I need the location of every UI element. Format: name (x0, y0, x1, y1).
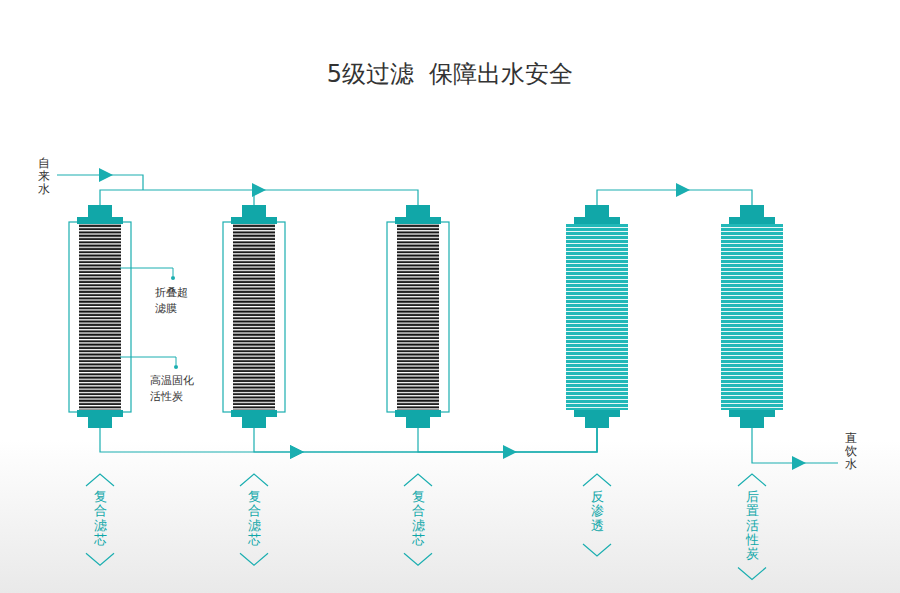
filter-cartridge (387, 205, 449, 428)
filter-cartridge (721, 205, 783, 428)
bracket (240, 553, 268, 565)
filter-label: 复合滤芯 (412, 490, 425, 547)
filter-node: 后置活性炭 (721, 205, 783, 428)
pipe-connector (254, 428, 597, 459)
bracket (404, 553, 432, 565)
filter-label: 反渗透 (591, 490, 604, 533)
brackets (86, 474, 766, 579)
filter-node: 复合滤芯 (387, 205, 449, 428)
filter-cartridge (69, 205, 131, 428)
pipe-connector (100, 428, 597, 459)
bracket (86, 474, 114, 486)
callout-label: 高温固化活性炭 (150, 373, 194, 405)
arrowhead (503, 445, 517, 459)
filter-cartridge (566, 205, 628, 428)
flow-arrow (252, 183, 266, 197)
flow-label: 自来水 (38, 157, 50, 197)
leader-dot (174, 365, 178, 369)
filter-label: 后置活性炭 (746, 490, 759, 561)
filter-label: 复合滤芯 (94, 490, 107, 547)
flow-arrow (792, 456, 806, 470)
filter-cartridge (223, 205, 285, 428)
bracket (583, 544, 611, 556)
bracket (738, 567, 766, 579)
leader-line (120, 268, 173, 276)
leader-line (120, 357, 176, 365)
bracket (404, 474, 432, 486)
pipe-line (597, 190, 752, 205)
title: 5级过滤 保障出水安全 (0, 58, 900, 90)
filter-node: 复合滤芯 (223, 205, 285, 428)
flow-label: 直饮水 (845, 432, 857, 472)
arrowhead (676, 183, 690, 197)
callout-label: 折叠超滤膜 (155, 285, 188, 317)
cartridges (69, 205, 783, 428)
pipe-connector (597, 183, 752, 205)
inlet-pipe (57, 175, 418, 205)
arrowhead (290, 445, 304, 459)
filter-label: 复合滤芯 (248, 490, 261, 547)
bracket (240, 474, 268, 486)
bracket (738, 474, 766, 486)
filter-node: 反渗透 (566, 205, 628, 428)
pipe-line (254, 428, 597, 452)
pipe-line (100, 428, 597, 452)
bracket (86, 553, 114, 565)
arrowhead (290, 445, 304, 459)
pipe-connector (418, 428, 597, 459)
bracket (583, 474, 611, 486)
flow-arrow (99, 168, 113, 182)
filter-node: 复合滤芯 (69, 205, 131, 428)
leader-dot (171, 276, 175, 280)
